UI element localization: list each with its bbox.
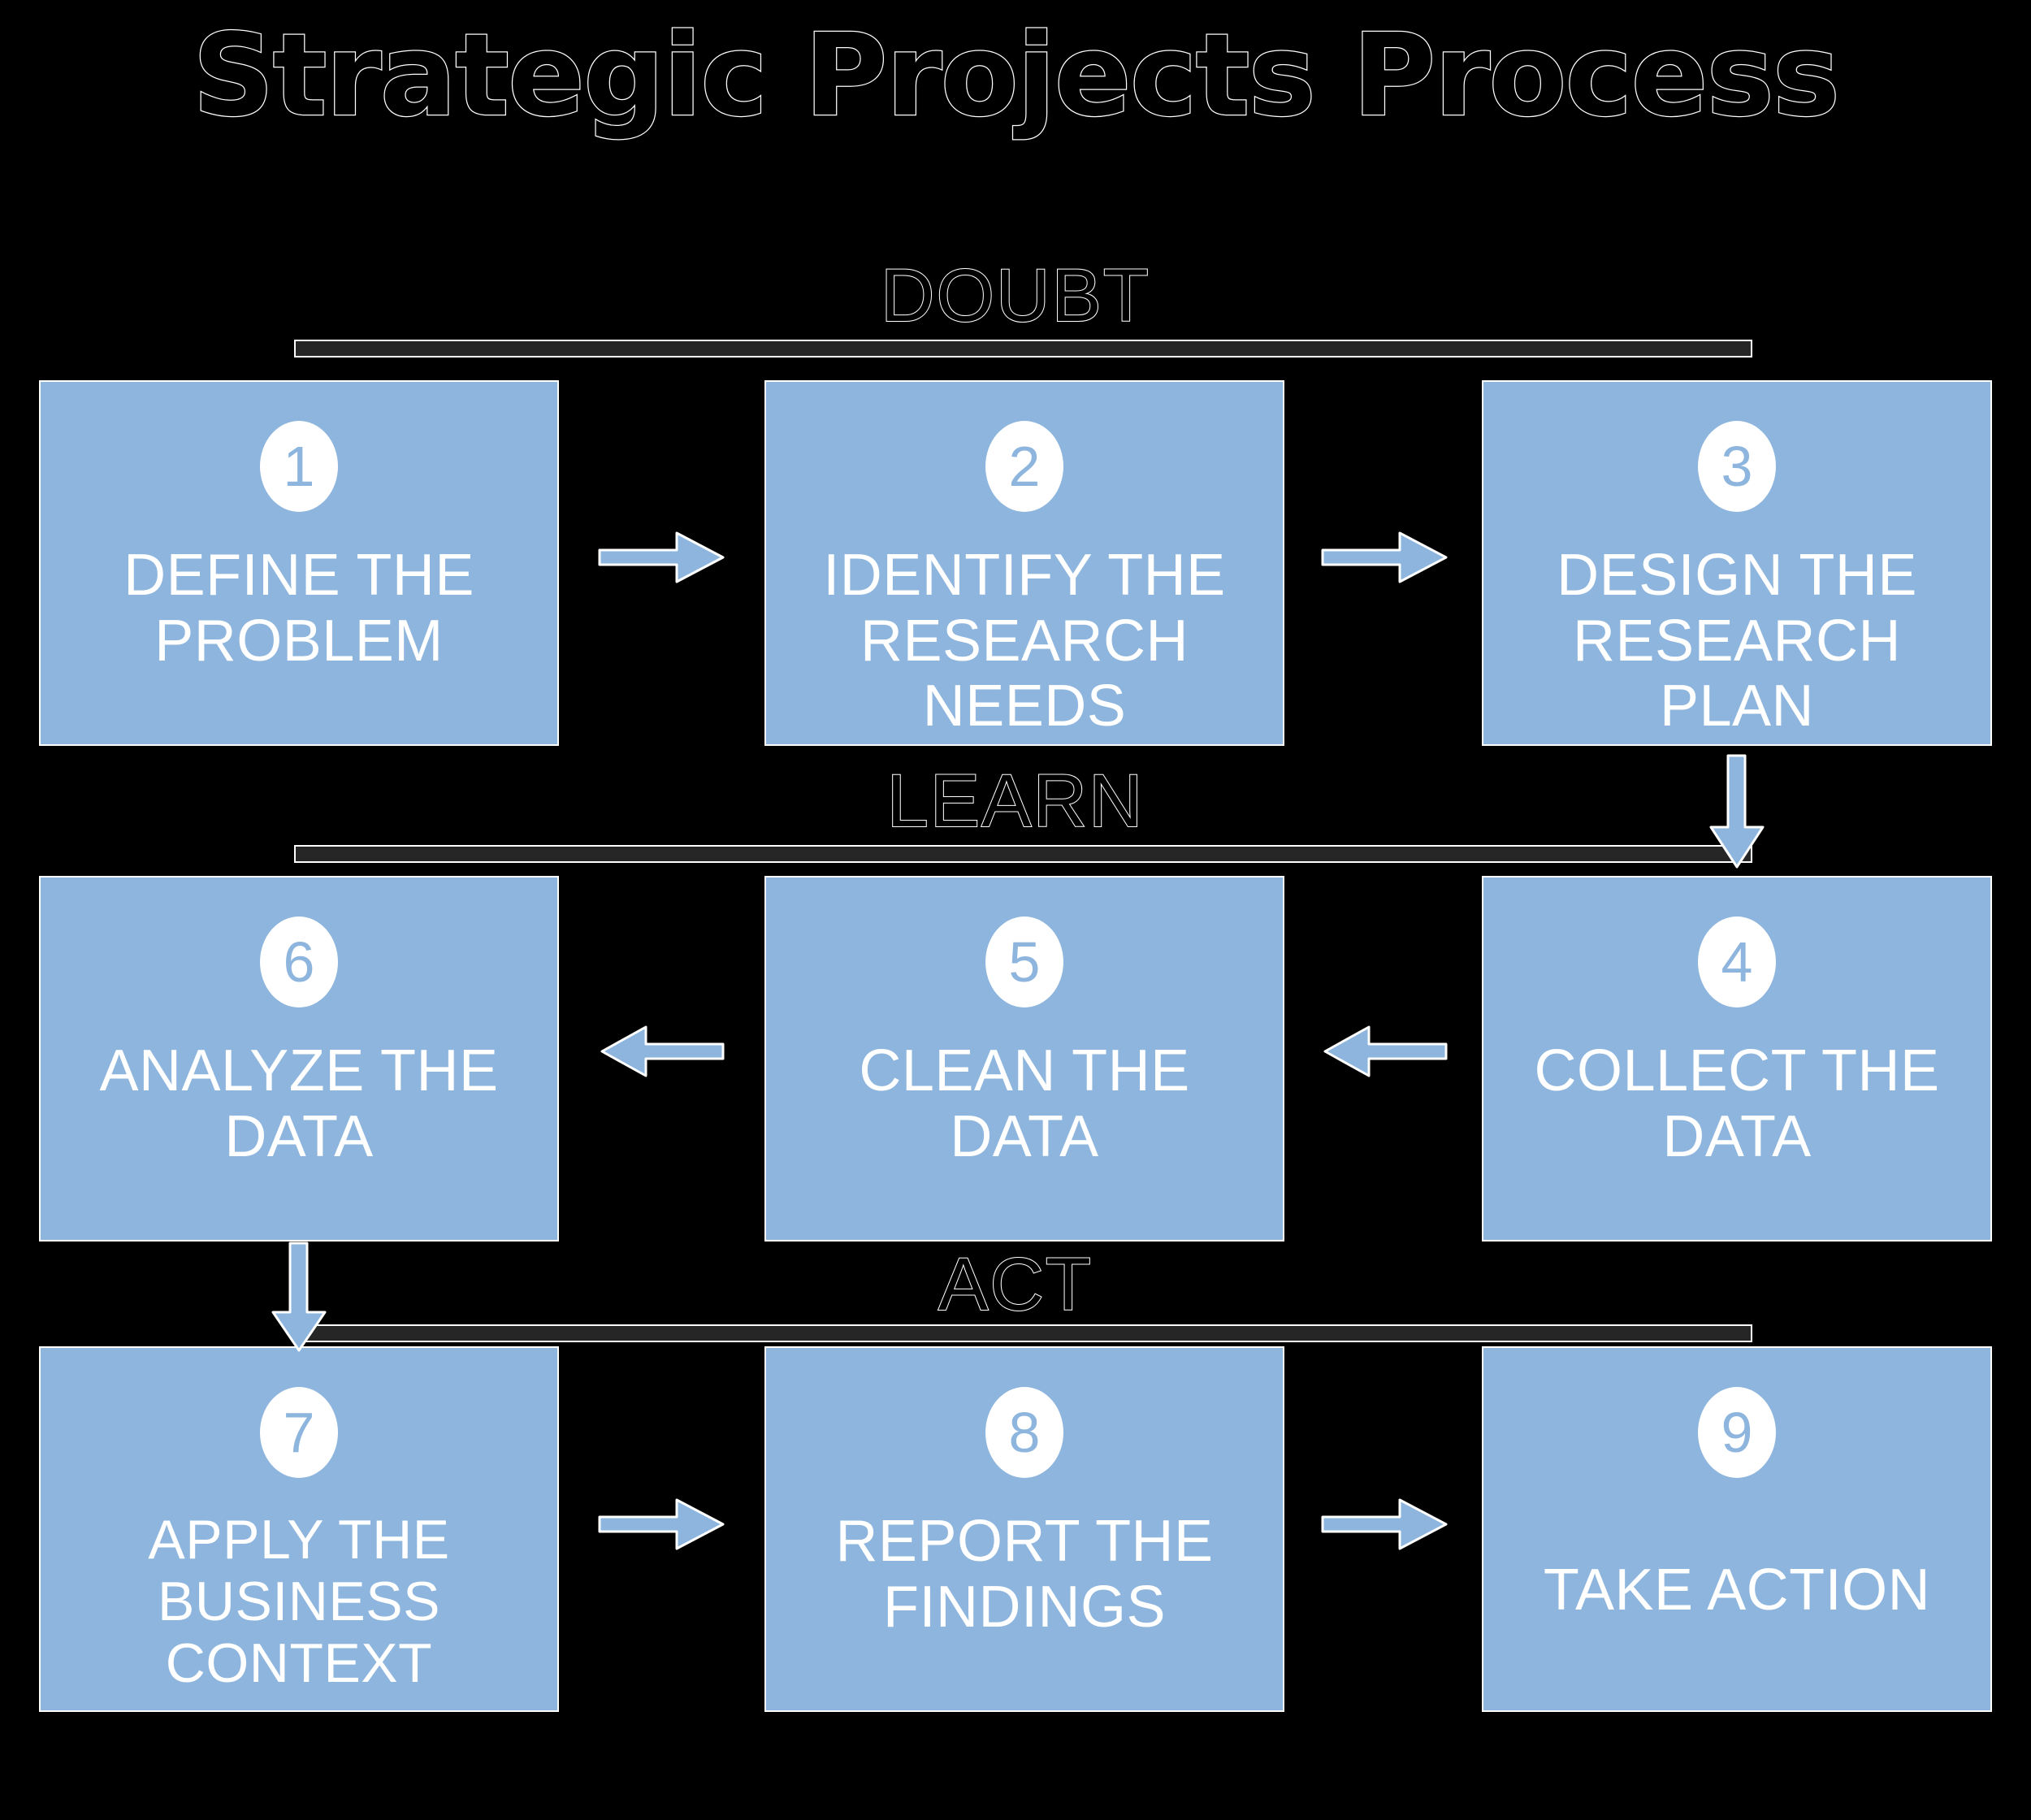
step-badge-8: 8 bbox=[985, 1387, 1063, 1478]
arrow-3-to-4-icon bbox=[1706, 754, 1769, 869]
step-badge-1: 1 bbox=[260, 421, 338, 512]
step-label-1: DEFINE THE PROBLEM bbox=[123, 543, 474, 674]
step-box-8[interactable]: 8 REPORT THE FINDINGS bbox=[764, 1346, 1284, 1712]
band-label-doubt: DOUBT bbox=[880, 254, 1150, 337]
band-rule-doubt bbox=[294, 340, 1752, 358]
arrow-8-to-9-icon bbox=[1321, 1495, 1449, 1554]
step-box-1[interactable]: 1 DEFINE THE PROBLEM bbox=[39, 380, 559, 746]
band-rule-act bbox=[294, 1324, 1752, 1342]
step-box-3[interactable]: 3 DESIGN THE RESEARCH PLAN bbox=[1482, 380, 1992, 746]
step-box-7[interactable]: 7 APPLY THE BUSINESS CONTEXT bbox=[39, 1346, 559, 1712]
step-label-7: APPLY THE BUSINESS CONTEXT bbox=[148, 1509, 450, 1695]
step-label-9: TAKE ACTION bbox=[1543, 1558, 1931, 1623]
step-badge-5: 5 bbox=[985, 916, 1063, 1008]
step-box-4[interactable]: 4 COLLECT THE DATA bbox=[1482, 876, 1992, 1242]
arrow-6-to-7-icon bbox=[268, 1242, 331, 1353]
arrow-4-to-5-icon bbox=[1323, 1022, 1449, 1081]
arrow-1-to-2-icon bbox=[598, 528, 725, 587]
step-box-2[interactable]: 2 IDENTIFY THE RESEARCH NEEDS bbox=[764, 380, 1284, 746]
band-rule-learn bbox=[294, 845, 1752, 863]
step-badge-9: 9 bbox=[1698, 1387, 1776, 1478]
step-box-9[interactable]: 9 TAKE ACTION bbox=[1482, 1346, 1992, 1712]
step-badge-4: 4 bbox=[1698, 916, 1776, 1008]
arrow-2-to-3-icon bbox=[1321, 528, 1449, 587]
step-box-6[interactable]: 6 ANALYZE THE DATA bbox=[39, 876, 559, 1242]
step-label-2: IDENTIFY THE RESEARCH NEEDS bbox=[823, 543, 1226, 739]
step-label-4: COLLECT THE DATA bbox=[1534, 1038, 1940, 1169]
page-title: Strategic Projects Process bbox=[192, 10, 1842, 142]
step-box-5[interactable]: 5 CLEAN THE DATA bbox=[764, 876, 1284, 1242]
band-label-act: ACT bbox=[938, 1243, 1093, 1326]
step-badge-6: 6 bbox=[260, 916, 338, 1008]
arrow-5-to-6-icon bbox=[600, 1022, 725, 1081]
band-label-learn: LEARN bbox=[886, 760, 1145, 843]
step-badge-7: 7 bbox=[260, 1387, 338, 1478]
arrow-7-to-8-icon bbox=[598, 1495, 725, 1554]
step-label-3: DESIGN THE RESEARCH PLAN bbox=[1557, 543, 1917, 739]
step-badge-3: 3 bbox=[1698, 421, 1776, 512]
step-label-8: REPORT THE FINDINGS bbox=[835, 1509, 1214, 1640]
step-label-6: ANALYZE THE DATA bbox=[99, 1038, 499, 1169]
step-label-5: CLEAN THE DATA bbox=[859, 1038, 1190, 1169]
step-badge-2: 2 bbox=[985, 421, 1063, 512]
